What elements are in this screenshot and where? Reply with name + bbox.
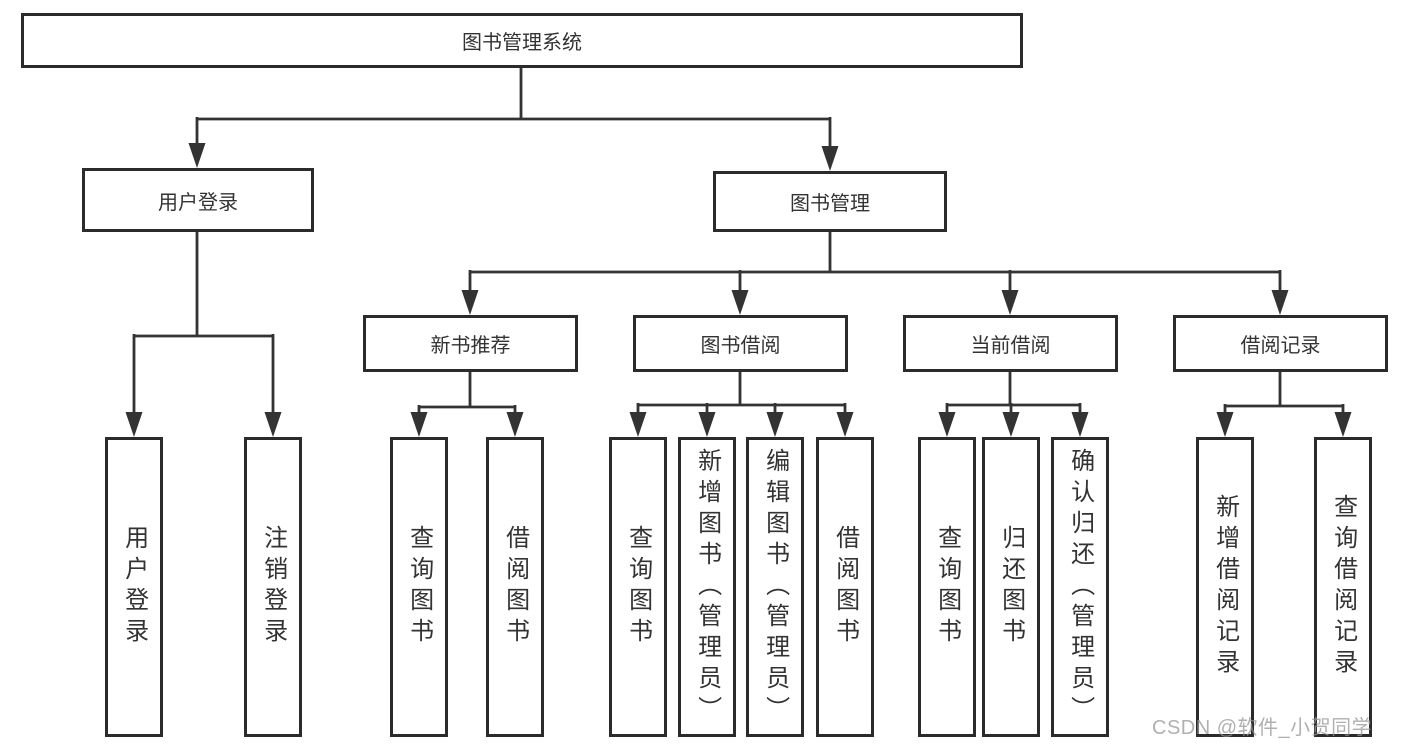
connector-current-borrow — [945, 372, 1082, 416]
leaf-user-login-label: 用户登录 — [120, 525, 148, 649]
node-book-borrow-label: 图书借阅 — [700, 335, 781, 357]
node-new-book-recommend-label: 新书推荐 — [430, 335, 511, 357]
leaf-add-book-admin-label: 新增图书（管理员） — [693, 447, 721, 727]
connector-book-management — [468, 232, 1282, 294]
leaf-query-books-current: 查询图书 — [918, 437, 976, 737]
connector-borrow-records — [1223, 372, 1345, 416]
node-borrow-records: 借阅记录 — [1173, 315, 1388, 372]
node-current-borrow: 当前借阅 — [903, 315, 1118, 372]
leaf-query-books-recommend: 查询图书 — [390, 437, 448, 737]
leaf-return-book-label: 归还图书 — [997, 525, 1025, 649]
leaf-edit-book-admin-label: 编辑图书（管理员） — [761, 447, 789, 727]
leaf-query-borrow-record: 查询借阅记录 — [1314, 437, 1372, 737]
leaf-query-books-borrow-label: 查询图书 — [624, 525, 652, 649]
leaf-query-books-borrow: 查询图书 — [609, 437, 667, 737]
leaf-confirm-return-admin-label: 确认归还（管理员） — [1066, 447, 1094, 727]
leaf-borrow-books-recommend: 借阅图书 — [486, 437, 544, 737]
leaf-add-borrow-record-label: 新增借阅记录 — [1211, 494, 1239, 680]
node-book-borrow: 图书借阅 — [633, 315, 848, 372]
watermark: CSDN @软件_小贺同学 — [1152, 717, 1373, 739]
node-root-label: 图书管理系统 — [462, 32, 582, 54]
leaf-add-borrow-record: 新增借阅记录 — [1196, 437, 1254, 737]
leaf-query-books-current-label: 查询图书 — [933, 525, 961, 649]
leaf-user-login: 用户登录 — [105, 437, 163, 737]
leaf-logout: 注销登录 — [244, 437, 302, 737]
leaf-logout-label: 注销登录 — [259, 525, 287, 649]
connector-new-book-recommend — [417, 372, 517, 416]
connector-root — [195, 68, 832, 149]
node-user-login: 用户登录 — [82, 168, 314, 232]
node-book-management-label: 图书管理 — [790, 193, 870, 215]
node-new-book-recommend: 新书推荐 — [363, 315, 578, 372]
connector-book-borrow — [636, 372, 847, 416]
leaf-confirm-return-admin: 确认归还（管理员） — [1051, 437, 1109, 737]
leaf-edit-book-admin: 编辑图书（管理员） — [746, 437, 804, 737]
node-current-borrow-label: 当前借阅 — [970, 335, 1051, 357]
node-user-login-label: 用户登录 — [158, 191, 238, 214]
node-book-management: 图书管理 — [713, 171, 947, 232]
leaf-borrow-books: 借阅图书 — [816, 437, 874, 737]
node-root: 图书管理系统 — [21, 13, 1023, 68]
leaf-query-borrow-record-label: 查询借阅记录 — [1329, 494, 1357, 680]
connector-user-login — [132, 232, 275, 416]
leaf-add-book-admin: 新增图书（管理员） — [678, 437, 736, 737]
leaf-query-books-recommend-label: 查询图书 — [405, 525, 433, 649]
node-borrow-records-label: 借阅记录 — [1240, 335, 1321, 357]
leaf-return-book: 归还图书 — [982, 437, 1040, 737]
arrowheads — [125, 143, 1352, 437]
leaf-borrow-books-label: 借阅图书 — [831, 525, 859, 649]
leaf-borrow-books-recommend-label: 借阅图书 — [501, 525, 529, 649]
